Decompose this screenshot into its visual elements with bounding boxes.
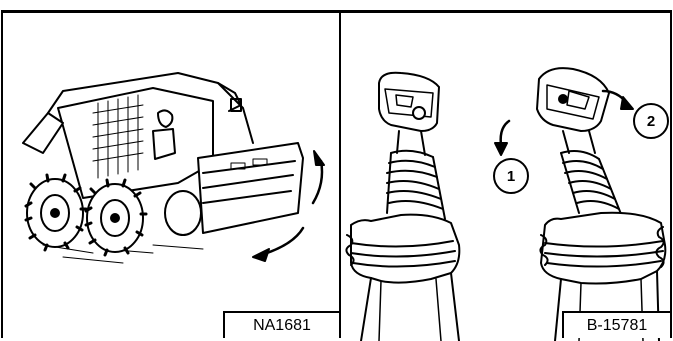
joystick-illustration: 1 2 bbox=[341, 13, 673, 341]
callout-1: 1 bbox=[494, 159, 528, 193]
loader-illustration bbox=[3, 13, 343, 341]
loader-panel: NA1681 bbox=[1, 10, 341, 338]
joystick-panel: 1 2 B-15781 bbox=[339, 10, 672, 338]
rear-wheel bbox=[26, 175, 86, 250]
callout-2-number: 2 bbox=[647, 113, 655, 130]
front-wheel bbox=[86, 180, 146, 255]
figure-label-left: NA1681 bbox=[223, 311, 339, 338]
figure-label-right: B-15781 bbox=[562, 311, 670, 338]
left-joystick bbox=[346, 73, 459, 341]
callout-2: 2 bbox=[634, 104, 668, 138]
callout-1-number: 1 bbox=[507, 168, 515, 185]
